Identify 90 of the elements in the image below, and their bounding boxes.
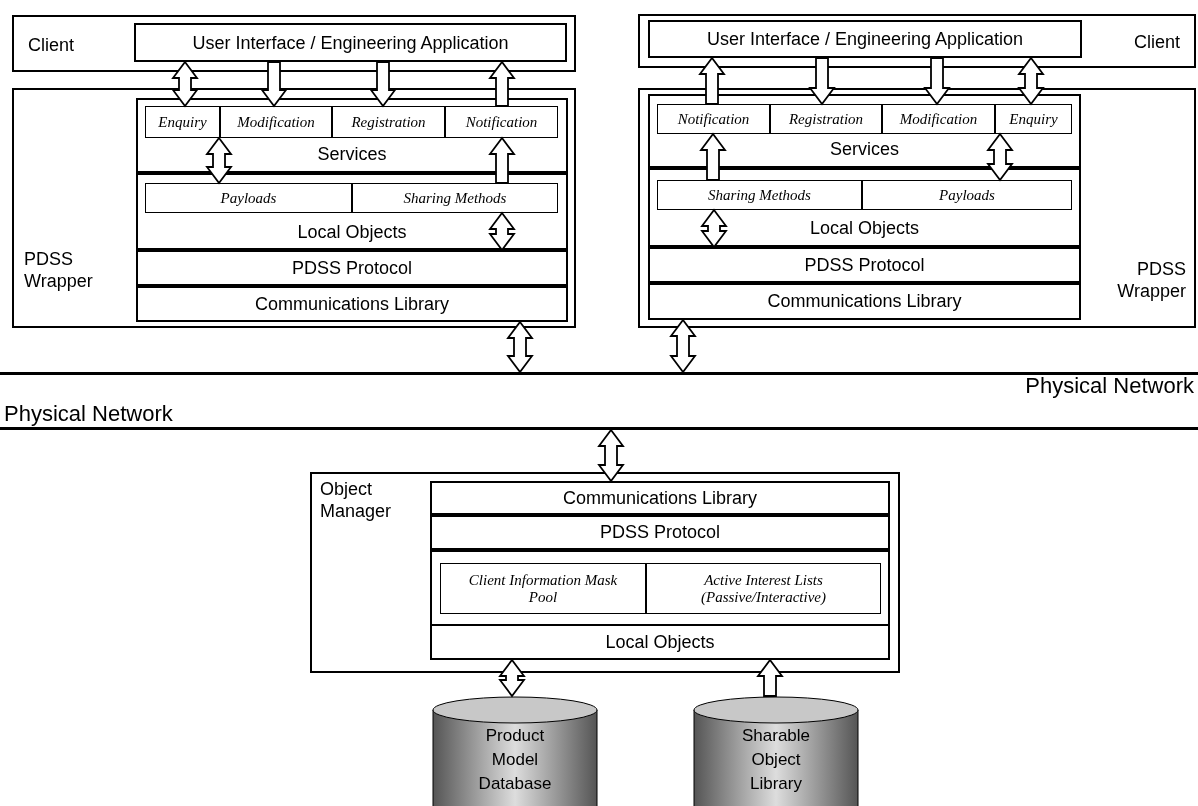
layer-label: Services: [316, 144, 388, 165]
module-box: [440, 563, 646, 614]
module-label: Enquiry: [157, 113, 208, 131]
component-frame: [12, 88, 576, 328]
block-arrow: [488, 60, 516, 107]
block-arrow: [756, 658, 784, 697]
module-label: Sharing Methods: [707, 186, 812, 204]
component-frame: [638, 14, 1196, 68]
layer-label: PDSS Protocol: [598, 522, 722, 543]
module-label: Enquiry: [1008, 110, 1059, 128]
frame-label: Client: [28, 34, 75, 56]
frame-label: Client: [1133, 31, 1180, 53]
module-box: [657, 180, 862, 210]
layer-label: User Interface / Engineering Application: [705, 29, 1025, 50]
frame-label: PDSS Wrapper: [1116, 258, 1186, 302]
component-frame: [12, 15, 576, 72]
module-label: Notification: [676, 110, 751, 128]
database-cylinder: [432, 696, 598, 806]
database-label: Sharable Object Library: [740, 725, 812, 795]
module-box: [657, 104, 770, 134]
module-label: Notification: [464, 113, 539, 131]
module-box: [646, 563, 881, 614]
component-frame: [310, 472, 900, 673]
module-box: [770, 104, 882, 134]
block-arrow: [506, 320, 534, 374]
block-arrow: [488, 211, 516, 252]
layer-label: User Interface / Engineering Application: [191, 33, 510, 54]
block-arrow: [1017, 56, 1045, 106]
block-arrow: [808, 57, 836, 106]
layer-label: Communications Library: [766, 291, 963, 312]
module-label: Modification: [236, 113, 316, 131]
layer-box: [648, 20, 1082, 58]
frame-label: PDSS Wrapper: [24, 248, 94, 292]
layer-box: [648, 247, 1081, 283]
block-arrow: [369, 61, 397, 108]
database-label: Product Model Database: [477, 725, 553, 795]
layer-label: Services: [829, 139, 900, 160]
block-arrow: [699, 132, 727, 181]
module-label: Active Interest Lists (Passive/Interactive): [700, 571, 827, 606]
module-box: [995, 104, 1072, 134]
layer-label: Local Objects: [808, 218, 921, 239]
module-label: Modification: [898, 110, 979, 128]
network-label: Physical Network: [4, 401, 173, 427]
module-box: [145, 106, 220, 138]
block-arrow: [171, 60, 199, 108]
block-arrow: [923, 57, 951, 106]
module-label: Payloads: [219, 189, 278, 207]
module-box: [145, 183, 352, 213]
component-frame: [638, 88, 1196, 328]
module-box: [352, 183, 558, 213]
block-arrow: [669, 318, 697, 374]
block-arrow: [698, 56, 726, 105]
layer-box: [136, 173, 568, 250]
layer-box: [134, 23, 567, 62]
layer-box: [648, 94, 1081, 168]
layer-label: PDSS Protocol: [803, 255, 926, 276]
layer-box: [430, 515, 890, 550]
module-box: [445, 106, 558, 138]
network-band: [0, 372, 1198, 430]
layer-box: [136, 250, 568, 286]
layer-box: [648, 283, 1081, 320]
layer-box: [430, 481, 890, 515]
module-label: Registration: [350, 113, 427, 131]
frame-label: Object Manager: [320, 478, 393, 522]
module-label: Payloads: [938, 186, 996, 204]
block-arrow: [488, 136, 516, 184]
layer-box: [136, 286, 568, 322]
layer-label: Communications Library: [561, 488, 759, 509]
layer-label: Communications Library: [253, 294, 451, 315]
module-box: [882, 104, 995, 134]
layer-box: [648, 168, 1081, 247]
block-arrow: [700, 208, 728, 249]
module-label: Registration: [787, 110, 865, 128]
network-label: Physical Network: [1025, 373, 1194, 399]
module-label: Sharing Methods: [402, 189, 508, 207]
layer-label: Local Objects: [604, 632, 716, 653]
module-box: [862, 180, 1072, 210]
module-box: [220, 106, 332, 138]
module-label: Client Information Mask Pool: [467, 571, 619, 606]
block-arrow: [205, 136, 233, 185]
database-cylinder: [693, 696, 859, 806]
block-arrow: [260, 61, 288, 108]
layer-box: [430, 624, 890, 660]
module-box: [332, 106, 445, 138]
layer-label: Local Objects: [296, 222, 408, 243]
block-arrow: [597, 428, 625, 483]
layer-box: [136, 98, 568, 173]
block-arrow: [498, 658, 526, 698]
layer-label: PDSS Protocol: [290, 258, 414, 279]
block-arrow: [986, 132, 1014, 182]
